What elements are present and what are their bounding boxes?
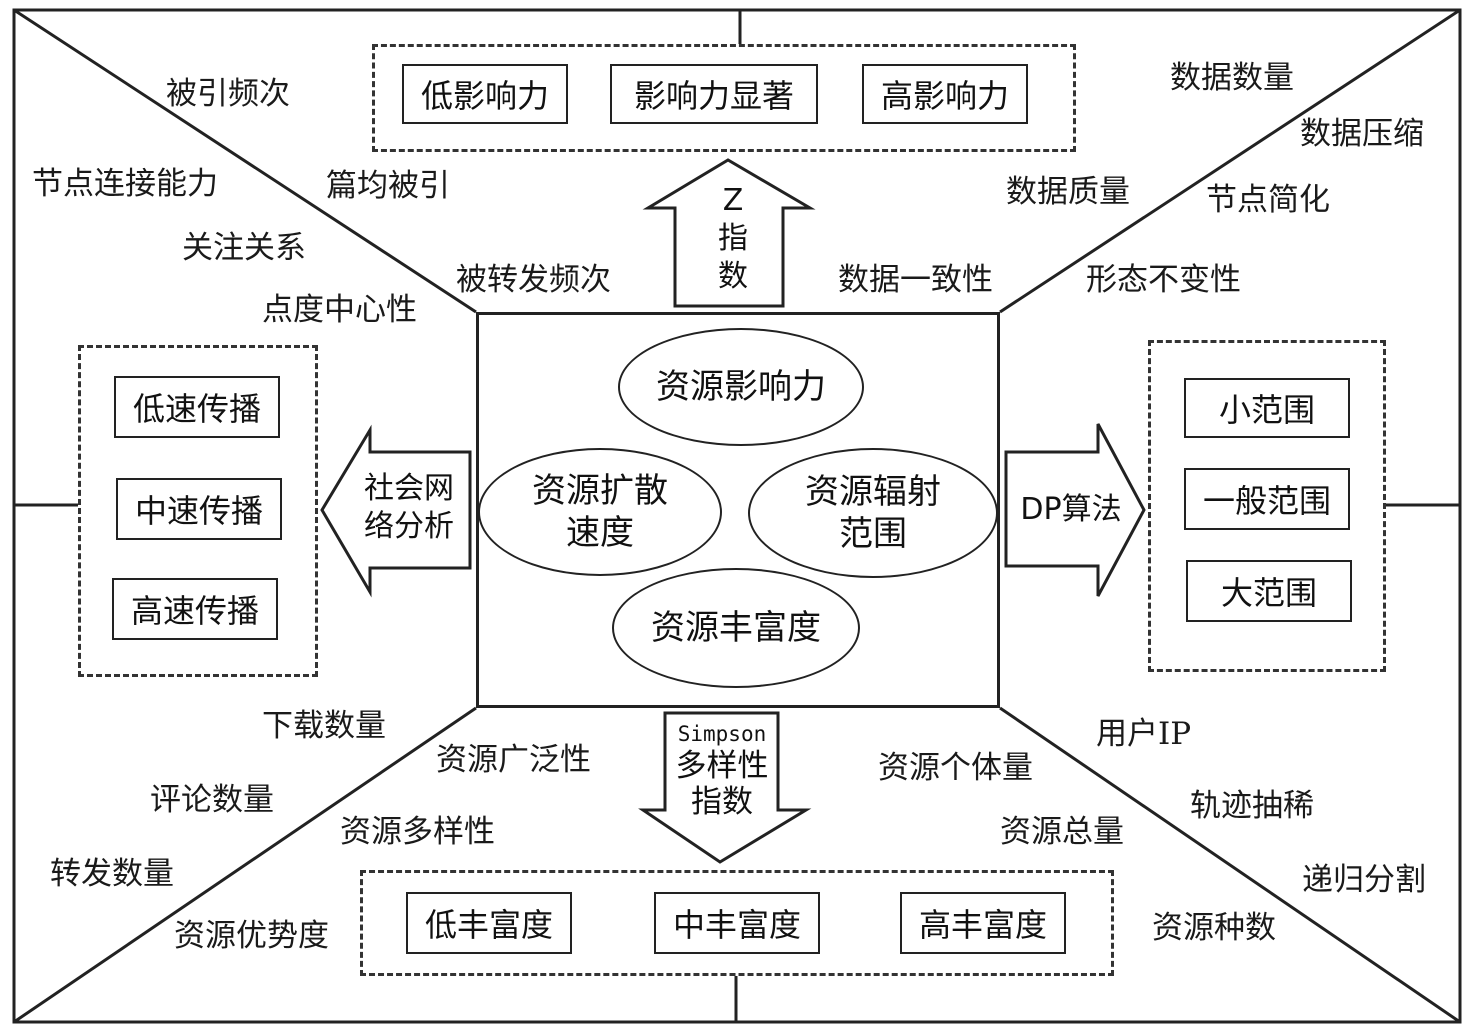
- label-degree-centrality: 点度中心性: [262, 292, 417, 328]
- high-influence-box: 高影响力: [862, 64, 1028, 124]
- label-data-consistency: 数据一致性: [838, 262, 993, 298]
- small-range-box: 小范围: [1184, 378, 1350, 438]
- mid-speed-box: 中速传播: [116, 478, 282, 540]
- down-arrow: [638, 711, 812, 864]
- high-speed-box: 高速传播: [112, 578, 278, 640]
- social-network-label: 社会网 络分析: [364, 471, 454, 544]
- label-resource-diversity: 资源多样性: [340, 814, 495, 850]
- diagonal-top-left: [13, 8, 477, 314]
- label-trajectory-thinning: 轨迹抽稀: [1190, 788, 1314, 824]
- right-arrow: [1004, 423, 1146, 597]
- dp-algorithm-label: DP算法: [1020, 492, 1122, 527]
- label-resource-breadth: 资源广泛性: [436, 742, 591, 778]
- general-range-box: 一般范围: [1184, 468, 1350, 530]
- label-resource-individual: 资源个体量: [878, 750, 1033, 786]
- label-avg-citation: 篇均被引: [326, 168, 450, 204]
- label-data-compression: 数据压缩: [1300, 116, 1424, 152]
- label-data-quantity: 数据数量: [1170, 60, 1294, 96]
- z-index-label: Z 指 数: [718, 183, 748, 294]
- mid-richness-box: 中丰富度: [654, 892, 820, 954]
- low-speed-box: 低速传播: [114, 376, 280, 438]
- label-resource-total: 资源总量: [1000, 814, 1124, 850]
- label-resource-dominance: 资源优势度: [174, 918, 329, 954]
- large-range-box: 大范围: [1186, 560, 1352, 622]
- label-follow-relation: 关注关系: [182, 230, 306, 266]
- label-node-connectivity: 节点连接能力: [32, 166, 218, 202]
- up-arrow: [642, 158, 816, 308]
- left-arrow: [320, 424, 472, 598]
- label-node-simplify: 节点简化: [1206, 182, 1330, 218]
- significant-influence-box: 影响力显著: [610, 64, 818, 124]
- diagonal-top-right: [999, 8, 1461, 314]
- label-forward-count: 转发数量: [50, 856, 174, 892]
- label-repost-count: 被转发频次: [456, 262, 611, 298]
- resource-speed-ellipse: 资源扩散 速度: [478, 448, 722, 576]
- label-resource-species: 资源种数: [1152, 910, 1276, 946]
- label-data-quality: 数据质量: [1006, 174, 1130, 210]
- label-download-count: 下载数量: [262, 708, 386, 744]
- diagonal-bottom-left: [13, 706, 477, 1024]
- resource-richness-ellipse: 资源丰富度: [612, 568, 860, 688]
- diversity-index-label: 多样性 指数: [675, 748, 769, 820]
- label-comment-count: 评论数量: [150, 782, 274, 818]
- diagonal-bottom-right: [999, 706, 1461, 1024]
- low-richness-box: 低丰富度: [406, 892, 572, 954]
- low-influence-box: 低影响力: [402, 64, 568, 124]
- simpson-label: Simpson: [677, 722, 767, 746]
- label-recursive-split: 递归分割: [1302, 862, 1426, 898]
- label-citation-count: 被引频次: [166, 76, 290, 112]
- label-shape-invariance: 形态不变性: [1086, 262, 1241, 298]
- resource-influence-ellipse: 资源影响力: [618, 328, 864, 446]
- resource-radiation-ellipse: 资源辐射 范围: [748, 448, 998, 578]
- high-richness-box: 高丰富度: [900, 892, 1066, 954]
- label-user-ip: 用户IP: [1096, 716, 1192, 752]
